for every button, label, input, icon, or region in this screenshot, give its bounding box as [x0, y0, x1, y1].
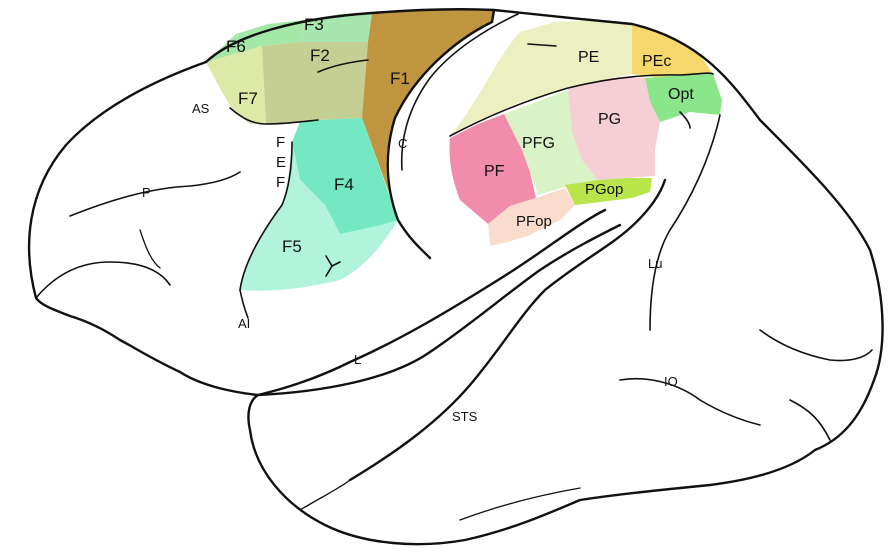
occipital-lower-line — [790, 400, 830, 440]
label-Opt: Opt — [668, 86, 694, 103]
occipital-sulcus-line — [760, 330, 872, 361]
label-F7: F7 — [238, 89, 258, 108]
label-PGop: PGop — [585, 181, 623, 198]
frontal-small-sulcus — [140, 230, 160, 268]
label-FEF-2: E — [276, 154, 286, 171]
label-AS: AS — [192, 101, 210, 116]
label-PE: PE — [578, 49, 599, 66]
label-IO: IO — [664, 374, 678, 389]
temporal-small-sulcus — [300, 480, 350, 510]
lunate-sulcus-line — [650, 115, 720, 330]
label-PG: PG — [598, 111, 621, 128]
ventral-small-sulcus — [460, 488, 580, 520]
label-AI: AI — [238, 316, 250, 331]
brain-outline — [29, 9, 882, 544]
principal-sulcus-line — [70, 172, 240, 216]
label-P: P — [142, 185, 151, 200]
label-PFG: PFG — [522, 135, 555, 152]
label-F3: F3 — [304, 15, 324, 34]
label-PF: PF — [484, 163, 505, 180]
label-F6: F6 — [226, 37, 246, 56]
label-FEF-3: F — [276, 174, 285, 191]
label-STS: STS — [452, 409, 478, 424]
label-PEc: PEc — [642, 53, 671, 70]
inferior-occipital-sulcus-line — [620, 379, 760, 425]
label-C: C — [398, 136, 407, 151]
label-L: L — [354, 352, 361, 367]
label-F4: F4 — [334, 175, 354, 194]
label-Lu: Lu — [648, 256, 662, 271]
label-FEF-1: F — [276, 134, 285, 151]
label-F5: F5 — [282, 237, 302, 256]
cerebral-outline — [29, 9, 882, 544]
opt-small-sulcus — [680, 112, 690, 128]
frontal-pole-notch — [36, 262, 170, 298]
ai-line — [240, 290, 248, 318]
label-F2: F2 — [310, 46, 330, 65]
label-F1: F1 — [390, 69, 410, 88]
label-PFop: PFop — [516, 213, 552, 230]
